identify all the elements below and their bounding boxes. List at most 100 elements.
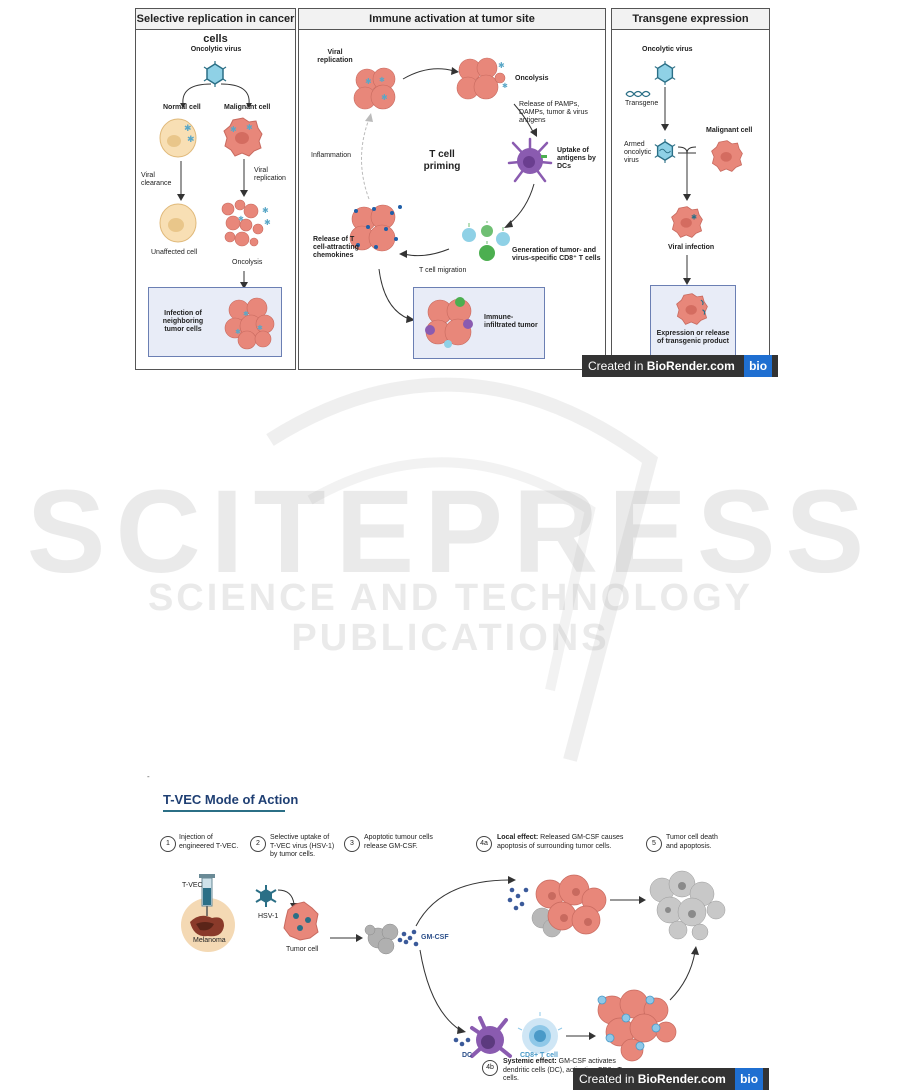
svg-text:✱: ✱: [246, 123, 253, 132]
immune-infiltrated-box: Immune-infiltrated tumor: [413, 287, 545, 359]
malignant-arrow: [240, 159, 248, 197]
armed-virus-arrows: [661, 87, 697, 201]
svg-text:✱: ✱: [230, 125, 237, 134]
step-3-text: Apoptotic tumour cells release GM-CSF.: [364, 834, 433, 850]
oncolysis-tumor-icon: ✱✱: [456, 57, 508, 100]
step-1-text: Injection of engineered T-VEC.: [179, 834, 239, 850]
svg-text:✱: ✱: [243, 310, 249, 318]
oncolytic-virus-label: Oncolytic virus: [190, 46, 242, 53]
tvec-label: T-VEC: [182, 882, 203, 889]
uptake-label: Uptake of antigens by DCs: [557, 147, 596, 170]
immune-infiltrated-tumor-icon: [425, 297, 473, 348]
step-4b-number: 4b: [482, 1060, 498, 1076]
svg-text:✱: ✱: [502, 82, 508, 90]
unaffected-cell-label: Unaffected cell: [151, 249, 198, 256]
oncolysis-icon: ✱✱✱: [221, 199, 271, 247]
dendritic-cell-icon: [507, 137, 553, 183]
viral-clearance-label: Viral clearance: [141, 172, 172, 187]
bio-logo: bio: [744, 355, 773, 377]
t-cells-icon: [462, 221, 510, 261]
biorender-badge-2: Created in BioRender.com bio: [573, 1068, 770, 1090]
panel-title: Immune activation at tumor site: [299, 9, 605, 30]
step-4a-body: Released GM-CSF causes apoptosis of surr…: [497, 834, 624, 850]
step-4a-text: Local effect: Released GM-CSF causes apo…: [497, 834, 627, 851]
oncolysis-arrow: [240, 271, 248, 289]
bio-logo: bio: [735, 1068, 764, 1090]
infection-arrow: [683, 255, 691, 285]
oncolysis-label: Oncolysis: [232, 259, 263, 266]
step-4b-text: Systemic effect: GM-CSF activates dendri…: [503, 1058, 633, 1084]
svg-text:✱: ✱: [498, 61, 505, 70]
hsv1-label: HSV-1: [258, 913, 279, 920]
expressing-cell-icon: [676, 293, 708, 325]
t-vec-diagram: [181, 870, 726, 1062]
oncolysis-label: Oncolysis: [515, 75, 549, 82]
svg-text:✱: ✱: [238, 215, 244, 223]
cycle-arrows: [361, 67, 537, 323]
panel-title: Transgene expression: [612, 9, 769, 30]
tumor-cell-label: Tumor cell: [286, 946, 319, 953]
normal-cell-label: Normal cell: [163, 104, 201, 111]
step-4b-body: GM-CSF activates dendritic cells (DC), a…: [503, 1058, 622, 1082]
step-5-text: Tumor cell death and apoptosis.: [666, 834, 718, 850]
expression-box: Expression or release of transgenic prod…: [650, 285, 736, 357]
step-2-text: Selective uptake of T-VEC virus (HSV-1) …: [270, 834, 335, 858]
created-in-text: Created in: [579, 1072, 635, 1086]
malignant-cell-label: Malignant cell: [706, 127, 753, 134]
title-underline: [163, 810, 285, 812]
transgene-label: Transgene: [625, 100, 659, 107]
release-pamps-label: Release of PAMPs, DAMPs, tumor & virus a…: [519, 101, 588, 124]
immune-infiltrated-label: Immune-infiltrated tumor: [484, 314, 538, 329]
svg-text:✱: ✱: [187, 134, 195, 144]
infection-box: Infection of neighboring tumor cells ✱ ✱ ✱: [148, 287, 282, 357]
step-3-number: 3: [344, 836, 360, 852]
svg-text:✱: ✱: [379, 76, 385, 84]
svg-text:✱: ✱: [257, 324, 263, 332]
dna-icon: [625, 90, 651, 98]
panel-selective-replication: Selective replication in cancer cells On…: [135, 8, 296, 370]
figure-2-title: T-VEC Mode of Action: [163, 792, 299, 807]
release-chemokines-label: Release of T cell-attracting chemokines: [313, 236, 359, 259]
step-5-number: 5: [646, 836, 662, 852]
biorender-brand: BioRender.com: [646, 359, 735, 373]
svg-text:✱: ✱: [235, 328, 241, 336]
melanoma-label: Melanoma: [193, 937, 226, 944]
viral-replication-label: Viral replication: [317, 49, 353, 64]
chemokine-tumor-icon: [349, 204, 402, 252]
biorender-brand: BioRender.com: [637, 1072, 726, 1086]
biorender-badge-1: Created in BioRender.com bio: [582, 355, 779, 377]
watermark-swoosh: [266, 377, 658, 762]
unaffected-cell-icon: [159, 203, 197, 243]
panel-transgene-expression: Transgene expression Oncolytic virus Tra…: [611, 8, 770, 370]
step-1-number: 1: [160, 836, 176, 852]
malignant-cell-label: Malignant cell: [224, 104, 271, 111]
stray-mark: -: [147, 772, 150, 781]
normal-cell-icon: ✱✱: [159, 118, 197, 158]
cd8-label: CD8+ T cell: [520, 1052, 558, 1059]
watermark-line-1: SCITEPRESS: [26, 466, 875, 598]
svg-text:✱: ✱: [381, 93, 388, 102]
svg-text:✱: ✱: [184, 123, 192, 133]
step-4a-bold: Local effect:: [497, 834, 539, 841]
panel-immune-activation: Immune activation at tumor site Viral re…: [298, 8, 606, 370]
malignant-cell-icon: ✱✱: [223, 117, 263, 157]
created-in-text: Created in: [588, 359, 644, 373]
infection-box-label: Infection of neighboring tumor cells: [162, 310, 204, 333]
expression-box-label: Expression or release of transgenic prod…: [656, 330, 730, 345]
step-4a-number: 4a: [476, 836, 492, 852]
oncolytic-virus-label: Oncolytic virus: [642, 46, 693, 53]
malignant-cell-icon: [711, 140, 743, 172]
viral-replication-tumor-icon: ✱ ✱ ✱: [353, 67, 396, 110]
inflammation-label: Inflammation: [311, 152, 352, 159]
t-cell-migration-label: T cell migration: [419, 267, 467, 274]
gmcsf-label: GM-CSF: [421, 934, 449, 941]
normal-arrow: [177, 161, 185, 201]
panel-title: Selective replication in cancer cells: [136, 9, 295, 45]
svg-text:✱: ✱: [691, 213, 697, 222]
split-arrows: [180, 83, 252, 108]
svg-text:✱: ✱: [365, 77, 372, 86]
infected-cell-icon: ✱: [671, 206, 703, 238]
svg-text:✱: ✱: [264, 218, 271, 227]
t-cell-priming-label: T cell priming: [423, 149, 461, 172]
watermark-line-2: SCIENCE AND TECHNOLOGY PUBLICATIONS: [147, 577, 754, 659]
